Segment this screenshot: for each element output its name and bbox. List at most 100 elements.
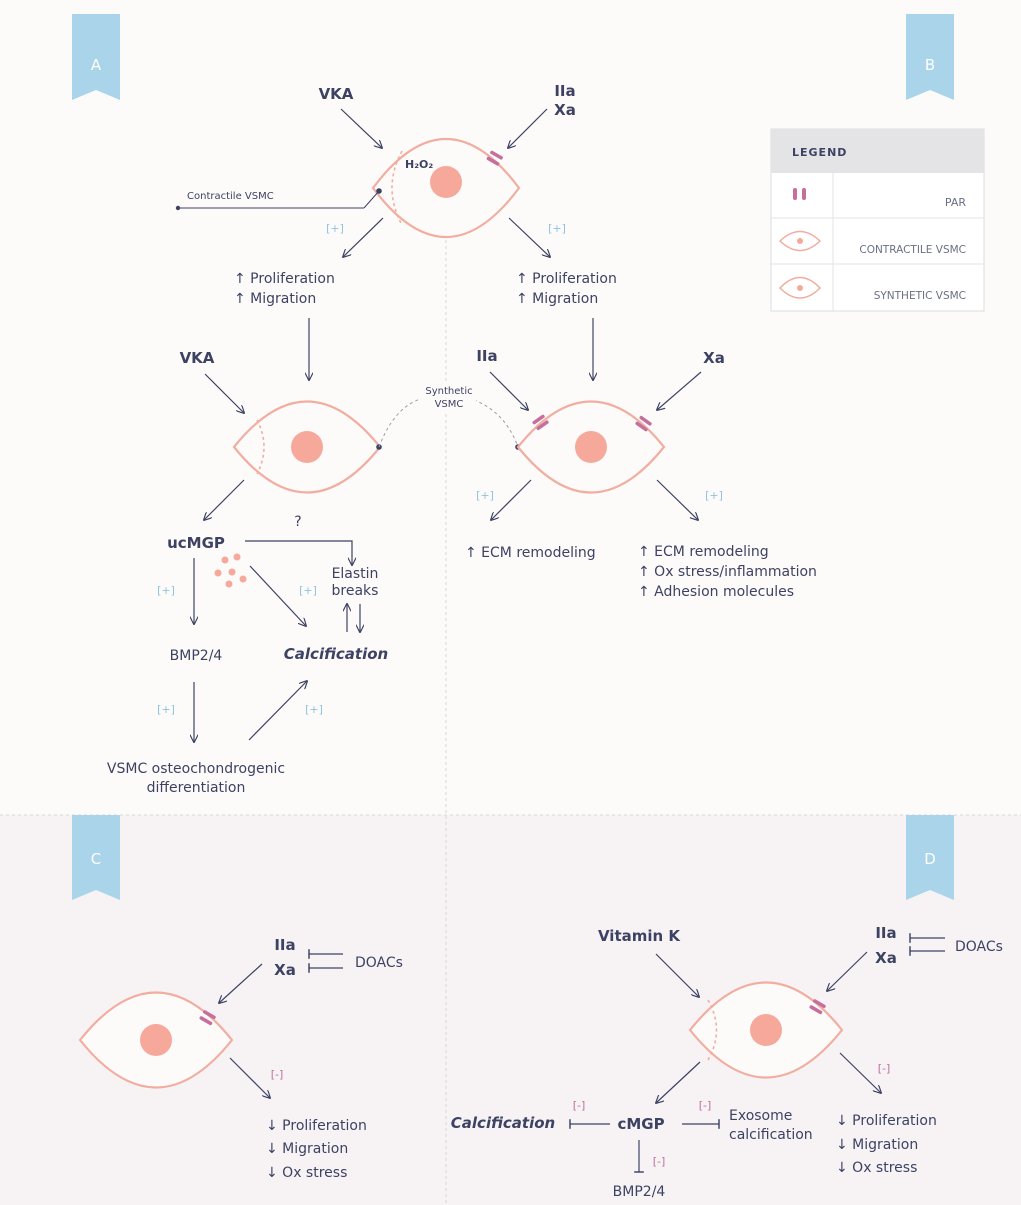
panel-label-c: C (91, 850, 101, 868)
iia-xa-arrow (508, 108, 548, 148)
iia-label-2: IIa (476, 347, 497, 365)
ribbon-c: C (72, 815, 120, 900)
panel-label-b: B (925, 56, 935, 74)
d-iia-label: IIa (875, 924, 896, 942)
b-left-outcome-arrow (491, 479, 532, 520)
b-ecm-right: ↑ ECM remodeling (638, 544, 769, 560)
mineral-particles (214, 553, 247, 588)
vka-label-2: VKA (180, 349, 215, 367)
legend-title: LEGEND (792, 146, 847, 159)
par-receptor-left (532, 414, 549, 431)
d-vitamin-k-label: Vitamin K (598, 927, 681, 945)
bmp-label-a: BMP2/4 (170, 648, 223, 664)
d-minus-4: [-] (653, 1155, 666, 1168)
synthetic-vsmc-b (516, 400, 666, 494)
plus-b2: [+] (476, 489, 494, 502)
plus-a1: [+] (326, 222, 344, 235)
xa-label: Xa (554, 101, 576, 119)
ucmgp-label: ucMGP (167, 534, 225, 552)
d-vitamin-k-arrow (655, 953, 699, 997)
a-proliferation: ↑ Proliferation (234, 271, 335, 287)
h2o2-label: H₂O₂ (405, 158, 433, 171)
ribbon-a: A (72, 14, 120, 100)
d-outcome-arrow (839, 1052, 881, 1093)
xa-label-2: Xa (703, 349, 725, 367)
d-bmp-label: BMP2/4 (613, 1184, 666, 1200)
synthetic-vsmc-icon (778, 276, 822, 299)
vka-label: VKA (319, 85, 354, 103)
elastin-label-1: Elastin (332, 566, 379, 582)
b-adhesion: ↑ Adhesion molecules (638, 584, 794, 600)
h2o2-zone (391, 150, 403, 226)
plus-b1: [+] (548, 222, 566, 235)
c-iia-label: IIa (274, 936, 295, 954)
contractile-vsmc-d (688, 981, 844, 1079)
par-icon (793, 188, 797, 200)
ribbon-b: B (906, 14, 954, 100)
d-minus-1: [-] (878, 1062, 891, 1075)
diff-label-2: differentiation (147, 780, 246, 796)
elastin-label-2: breaks (332, 583, 379, 599)
a-migration: ↑ Migration (234, 291, 316, 307)
b-proliferation: ↑ Proliferation (516, 271, 617, 287)
legend-header (771, 129, 984, 173)
plus-a4: [+] (157, 703, 175, 716)
contractile-vsmc-label: Contractile VSMC (187, 191, 274, 202)
diff-label-1: VSMC osteochondrogenic (107, 761, 285, 777)
synthetic-label-2: VSMC (435, 399, 464, 410)
contractile-vsmc-c (78, 991, 234, 1089)
c-proliferation: ↓ Proliferation (266, 1118, 367, 1134)
d-xa-label: Xa (875, 949, 897, 967)
panel-label-a: A (91, 56, 102, 74)
plus-a2: [+] (157, 584, 175, 597)
b-ox-stress: ↑ Ox stress/inflammation (638, 564, 817, 580)
calcification-label-a: Calcification (284, 645, 388, 663)
b-ecm-left: ↑ ECM remodeling (465, 545, 596, 561)
ribbon-d: D (906, 815, 954, 900)
contractile-vsmc-top (371, 138, 521, 238)
to-ucmgp-arrow (204, 479, 245, 520)
par-receptor-right (635, 415, 652, 432)
contractile-vsmc-icon (778, 230, 822, 252)
ucmgp-to-elastin-arrow (245, 540, 352, 565)
legend-par-label: PAR (945, 196, 966, 209)
b-down-right-arrow (508, 217, 550, 257)
b-migration: ↑ Migration (516, 291, 598, 307)
question-mark: ? (294, 514, 301, 530)
iia-arrow-2 (489, 371, 528, 410)
diff-to-calc-arrow (248, 681, 307, 741)
ucmgp-to-calc-arrow (249, 565, 306, 626)
vka-arrow (340, 108, 382, 148)
top-background (0, 0, 1021, 815)
par-receptor-d (809, 999, 826, 1015)
legend: LEGEND PAR CONTRACTILE VSMC SYNTHETIC VS… (770, 128, 985, 312)
c-outcome-arrow (229, 1057, 270, 1098)
d-minus-2: [-] (573, 1099, 586, 1112)
nucleus (430, 166, 462, 198)
par-receptor (486, 150, 503, 166)
par-receptor-c (199, 1010, 216, 1026)
d-cmgp-label: cMGP (617, 1115, 664, 1133)
plus-b3: [+] (705, 489, 723, 502)
c-minus: [-] (271, 1068, 284, 1081)
d-calcification-label: Calcification (451, 1114, 555, 1132)
c-migration: ↓ Migration (266, 1141, 348, 1157)
c-doacs-label: DOACs (355, 955, 403, 971)
iia-label: IIa (554, 82, 575, 100)
xa-arrow-2 (657, 371, 702, 410)
d-migration: ↓ Migration (836, 1137, 918, 1153)
synthetic-label-1: Synthetic (425, 386, 472, 397)
legend-contractile-label: CONTRACTILE VSMC (859, 244, 966, 256)
legend-synthetic-label: SYNTHETIC VSMC (874, 290, 966, 302)
d-doacs-label: DOACs (955, 939, 1003, 955)
d-ox-stress: ↓ Ox stress (836, 1160, 917, 1176)
a-down-left-arrow (343, 217, 384, 257)
b-right-outcome-arrow (656, 479, 698, 520)
c-ox-stress: ↓ Ox stress (266, 1165, 347, 1181)
d-proliferation: ↓ Proliferation (836, 1113, 937, 1129)
panel-label-d: D (924, 850, 936, 868)
d-exosome-label-1: Exosome (729, 1108, 792, 1124)
plus-a5: [+] (305, 703, 323, 716)
plus-a3: [+] (299, 584, 317, 597)
